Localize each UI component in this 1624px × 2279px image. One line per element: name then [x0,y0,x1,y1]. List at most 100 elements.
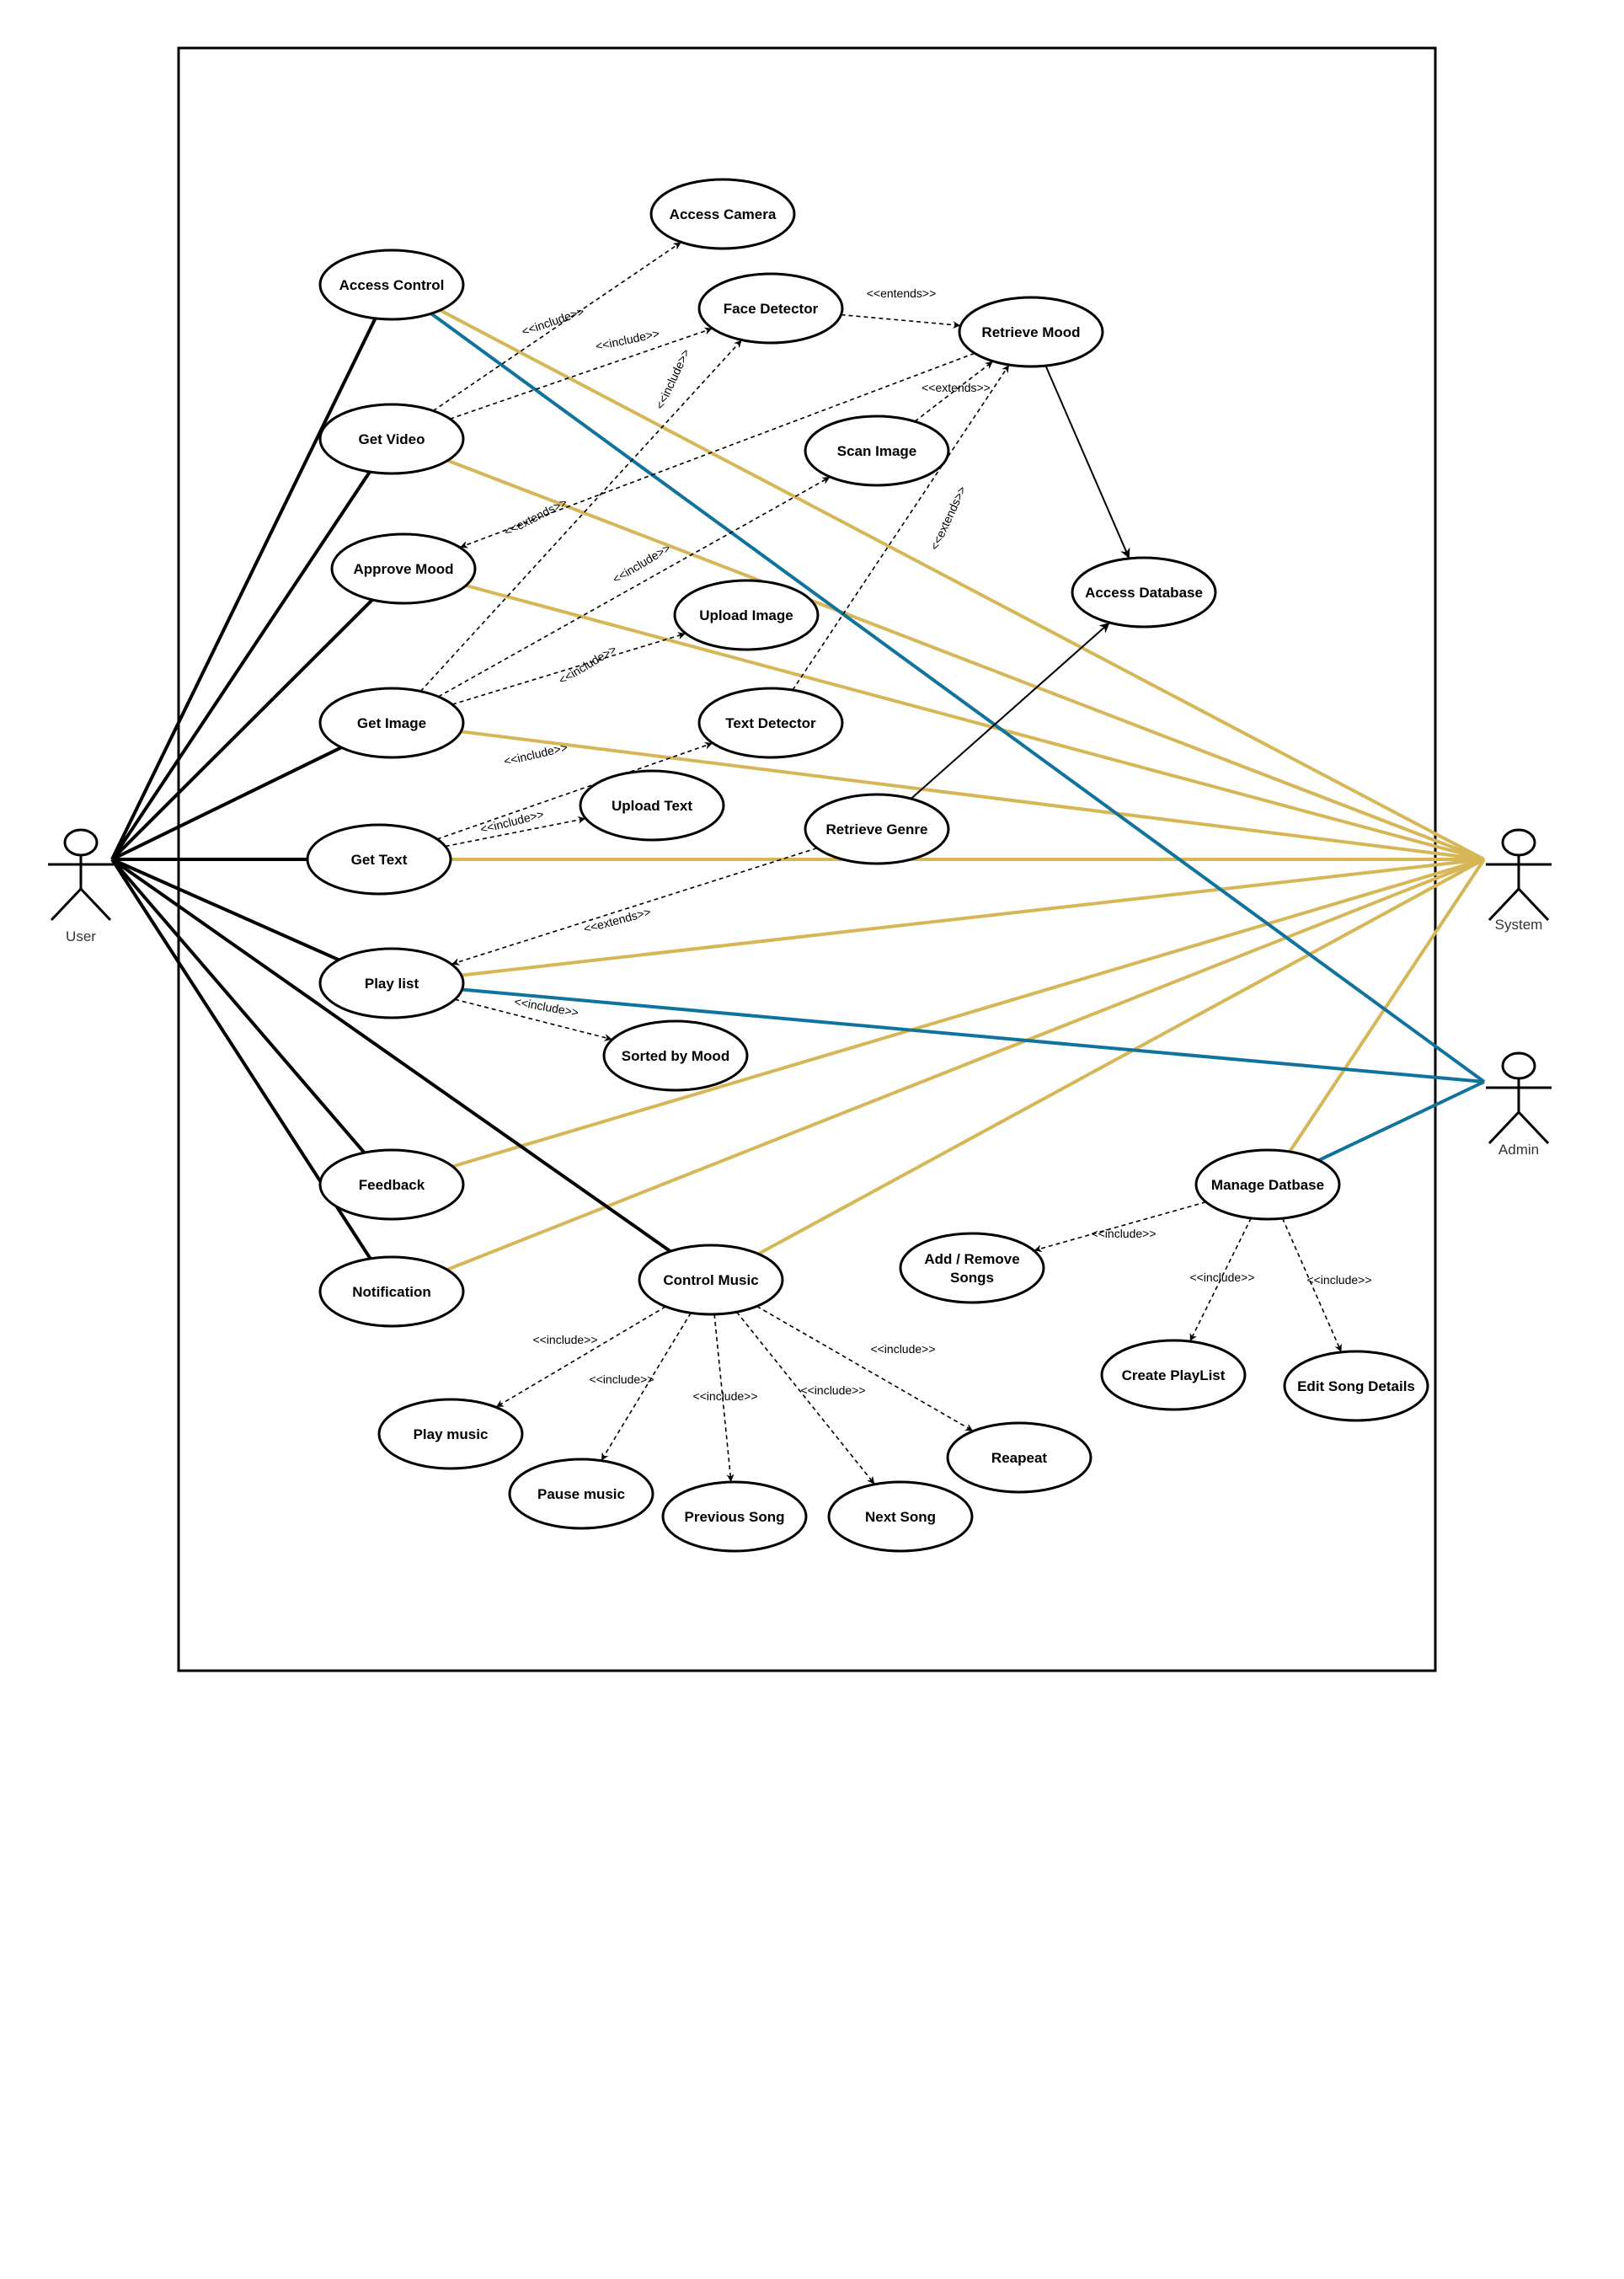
relation-line [460,352,975,548]
use-case-previous-song[interactable]: Previous Song [661,1480,808,1553]
relation-line [449,327,713,420]
use-case-ellipse [827,1480,974,1553]
use-case-ellipse [673,579,820,651]
use-case-label: Access Database [1085,585,1203,601]
use-case-ellipse [508,1458,654,1530]
actor-system[interactable]: System [1486,828,1552,933]
actor-head [1501,828,1536,857]
system-association-approve-mood [465,584,1485,861]
use-case-play-music[interactable]: Play music [377,1398,524,1470]
use-case-get-image[interactable]: Get Image [318,687,465,759]
use-case-pause-music[interactable]: Pause music [508,1458,654,1530]
relation-label: <<include>> [870,1342,935,1356]
use-case-retrieve-genre[interactable]: Retrieve Genre [804,793,950,865]
use-case-access-camera[interactable]: Access Camera [649,178,796,250]
relation-line [436,741,713,840]
use-case-upload-image[interactable]: Upload Image [673,579,820,651]
actor-right-leg [1517,1110,1550,1145]
relation-label: <<extends>> [927,484,969,552]
relation-line [451,847,818,966]
relation-label: <<extends>> [502,495,569,538]
actor-user[interactable]: User [48,828,114,944]
use-case-access-control[interactable]: Access Control [318,249,465,321]
use-case-manage-database[interactable]: Manage Datbase [1194,1148,1341,1221]
use-case-scan-image[interactable]: Scan Image [804,415,950,487]
use-case-edit-song-details[interactable]: Edit Song Details [1283,1350,1429,1422]
use-case-face-detector[interactable]: Face Detector [697,272,844,345]
relation-line [914,361,993,422]
system-association-feedback [451,858,1485,1169]
use-case-control-music[interactable]: Control Music [638,1244,784,1316]
use-case-label: Edit Song Details [1297,1378,1415,1394]
admin-association-play-list [462,987,1485,1083]
system-association-get-image [461,730,1485,861]
use-case-access-database[interactable]: Access Database [1071,556,1217,629]
relation-line [454,998,612,1041]
relation-label: <<include>> [653,347,692,412]
user-association-approve-mood [110,598,374,861]
system-association-access-control [439,308,1485,861]
use-case-label: Reapeat [991,1450,1047,1466]
use-case-label: Upload Text [612,798,692,814]
relation-label: <<include>> [610,541,672,586]
actor-left-leg [1488,1110,1520,1145]
use-case-label: Scan Image [837,443,917,459]
use-case-approve-mood[interactable]: Approve Mood [330,532,477,605]
use-case-ellipse [1071,556,1217,629]
use-case-label: Upload Image [699,607,793,623]
use-case-get-video[interactable]: Get Video [318,403,465,475]
use-case-retrieve-mood[interactable]: Retrieve Mood [958,296,1104,368]
relation-label: <<include>> [595,326,661,353]
use-case-ellipse [579,769,725,842]
actor-admin[interactable]: Admin [1486,1051,1552,1158]
use-case-text-detector[interactable]: Text Detector [697,687,844,759]
use-case-notification[interactable]: Notification [318,1255,465,1328]
relation-line [756,1305,974,1431]
relation-label: <<include>> [532,1333,597,1346]
relation-label: <<include>> [1306,1273,1371,1287]
actor-head [63,828,99,857]
use-case-label: Feedback [359,1177,425,1193]
use-case-ellipse [638,1244,784,1316]
use-case-label: Control Music [663,1272,758,1288]
use-case-sorted-by-mood[interactable]: Sorted by Mood [602,1019,749,1092]
use-case-next-song[interactable]: Next Song [827,1480,974,1553]
system-association-manage-database [1288,858,1486,1153]
use-case-ellipse [804,793,950,865]
user-association-play-list [111,858,340,962]
use-case-ellipse [958,296,1104,368]
use-case-create-playlist[interactable]: Create PlayList [1100,1339,1247,1411]
use-case-get-text[interactable]: Get Text [306,823,452,896]
use-case-label: Retrieve Genre [826,821,928,837]
actor-left-leg [1488,887,1520,922]
use-case-ellipse [318,1148,465,1221]
relation-label: <<include>> [692,1389,757,1403]
relation-label: <<include>> [1091,1227,1156,1240]
use-case-feedback[interactable]: Feedback [318,1148,465,1221]
use-case-play-list[interactable]: Play list [318,947,465,1019]
user-association-feedback [110,858,366,1154]
use-case-label: Next Song [865,1509,936,1525]
use-case-ellipse [1283,1350,1429,1422]
actor-label: Admin [1498,1142,1539,1158]
use-case-label: Create PlayList [1122,1367,1226,1383]
use-case-ellipse [1194,1148,1341,1221]
relation-line [495,1306,666,1408]
use-case-upload-text[interactable]: Upload Text [579,769,725,842]
relation-line [841,313,961,329]
use-case-label: Access Control [339,277,445,293]
user-association-get-image [111,746,343,861]
relation-line [735,1311,875,1485]
use-case-label: Play music [414,1426,489,1442]
use-case-repeat[interactable]: Reapeat [946,1421,1092,1494]
use-case-ellipse [697,687,844,759]
actor-right-leg [79,887,112,922]
relation-line [419,340,742,693]
admin-association-access-control [430,312,1486,1083]
relation-label: <<entends>> [867,286,937,300]
relation-label: <<extends>> [582,905,652,936]
relation-line [1034,1201,1206,1253]
